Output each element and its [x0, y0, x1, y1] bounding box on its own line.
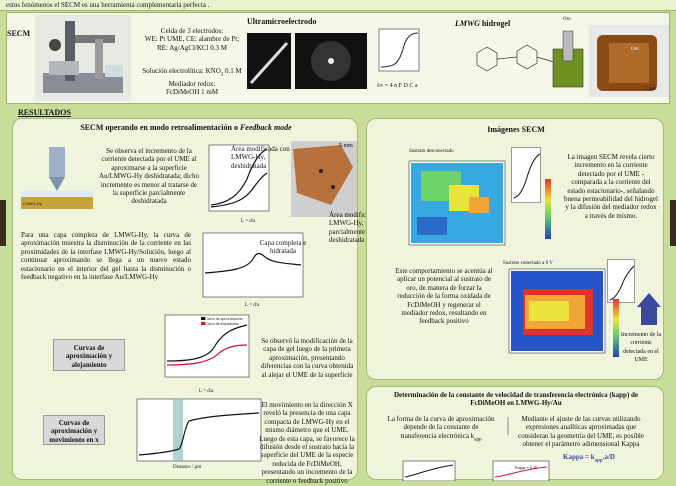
electrode-description: Celda de 3 electrodos: WE: Pt UME, CE: a…: [131, 27, 253, 52]
secm-images-title: Imágenes SECM: [487, 125, 545, 134]
chart1-x-label: L = d/a: [241, 219, 256, 224]
hydrogel-title: LMWG hidrogel: [455, 19, 510, 28]
kinetics-chart-right: [487, 459, 551, 482]
approach-x-movement-box: Curvas de aproximación y movimiento en x: [43, 415, 105, 445]
paragraph-permeability: La imagen SECM revela cierto incremento …: [564, 153, 658, 220]
solution-description: Solución electrolítica: KNO3 0.1 M Media…: [125, 67, 259, 97]
ume-voltammogram: [375, 27, 421, 77]
ume-approach-schematic: LMWG-Hy: [21, 147, 93, 217]
paragraph-positive-feedback: Este comportamiento se acentúa al aplica…: [395, 267, 493, 326]
secm-map-disconnected: [399, 147, 509, 255]
solution-line-1: Solución electrolítica: KNO3 0.1 M: [142, 67, 242, 78]
ume-tip-photo: [295, 33, 367, 89]
electrode-line-1: Celda de 3 electrodos:: [160, 27, 224, 35]
sample-scale-bar: 5 mm: [339, 143, 353, 149]
curve-shape-text: La forma de la curva de aproximación dep…: [387, 415, 495, 440]
results-heading: RESULTADOS: [18, 108, 71, 117]
secm-images-panel: Imágenes SECM Sustrato desconectado La i…: [366, 118, 664, 380]
photo-scale-bar: 5 mm: [645, 87, 657, 92]
chart2-x-label: L = d/a: [245, 303, 260, 308]
approach-retract-box: Curvas de aproximación y alejamiento: [53, 339, 125, 371]
intro-banner: estos fenómenos el SECM es una herramien…: [0, 0, 676, 11]
map2-inset-chart: [607, 259, 635, 303]
approach-curve-chart-1: [199, 143, 271, 225]
kappa-formula: Kappa = kapp.a/D: [563, 453, 615, 463]
paragraph-dehydrated: Se observa el incremento de la corriente…: [99, 147, 199, 206]
ultramicroelectrode-title: Ultramicroelectrodo: [247, 17, 317, 26]
kinetics-title: Determinación de la constante de velocid…: [393, 391, 639, 407]
gold-label-1: Oro: [563, 17, 571, 22]
map2-label: Sustrato conectado a 0 V: [503, 261, 553, 266]
gold-sample-photo: [291, 141, 357, 217]
secm-label: SECM: [7, 29, 31, 38]
electrode-cell-sketch: [547, 29, 589, 89]
kinetics-chart-left: [397, 459, 457, 482]
chart3-x-label: L = d/a: [199, 389, 214, 394]
paragraph-fitting: Mediante el ajuste de las curvas utiliza…: [518, 415, 644, 449]
increase-arrow-icon: [637, 291, 661, 327]
feedback-mode-title: SECM operando en modo retroalimentación …: [13, 123, 359, 132]
kappa-sub: app: [594, 458, 603, 464]
right-side-band: [670, 200, 676, 246]
electrode-line-2: WE: Pt UME, CE: alambre de Pt;: [144, 35, 240, 44]
map1-colorbar: [543, 177, 563, 241]
paragraph-x-movement: El movimiento en la dirección X reveló l…: [259, 401, 355, 485]
intro-text: estos fenómenos el SECM es una herramien…: [6, 1, 210, 9]
solution-line-3: FcDiMeOH 1 mM: [165, 88, 219, 97]
hydrogel-title-italic: LMWG: [455, 19, 480, 28]
gold-label-2: Oro: [631, 47, 639, 52]
steady-state-formula: I∞ = 4 n F D C a: [377, 83, 418, 89]
hydrogel-title-suffix: hidrogel: [479, 19, 511, 28]
legend-approach: Curva de aproximación: [205, 316, 243, 321]
partially-dehydrated-area-label: Área modificada con LMWG-Hy, parcialment…: [329, 211, 388, 245]
kappa-legend: Kappa = 0.28: [515, 465, 537, 470]
curve-shape-sub: app: [474, 437, 482, 443]
feedback-title-part2: Feedback mode: [239, 123, 292, 132]
solution-line-2: Mediador redox:: [168, 79, 216, 88]
dehydrated-area-label: Área modificada con LMWG-Hy, deshidratad…: [231, 145, 290, 170]
secm-map-connected: [499, 259, 609, 367]
hydrogel-photo: [589, 25, 669, 97]
ume-photo: [247, 33, 291, 89]
methods-panel: SECM Celda de 3 electrodos: WE: Pt UME, …: [6, 12, 670, 104]
complete-layer-label: Capa completa e hidratada: [259, 239, 307, 256]
approach-curve-chart-2: [191, 229, 311, 309]
map2-colorbar: [611, 297, 629, 359]
link-arrow-icon: [501, 417, 515, 435]
left-side-band: [0, 200, 6, 246]
approach-retract-chart: [149, 309, 253, 393]
legend-retract: Curva de alejamiento: [205, 321, 240, 326]
secm-instrument-photo: [35, 15, 131, 101]
map1-label: Sustrato desconectado: [409, 149, 454, 154]
feedback-title-part1: SECM operando en modo retroalimentación …: [80, 123, 240, 132]
paragraph-curve-shape: La forma de la curva de aproximación dep…: [385, 415, 497, 445]
x-movement-chart: [113, 395, 263, 481]
kappa-text: Kappa = k: [563, 453, 595, 461]
kappa-tail: .a/D: [602, 453, 615, 461]
current-increase-label: Incremento de la corriente detectada en …: [620, 332, 662, 364]
paragraph-complete-layer: Para una capa completa de LMWG-Hy, la cu…: [21, 231, 191, 282]
feedback-mode-panel: SECM operando en modo retroalimentación …: [12, 118, 388, 485]
electrode-line-3: RE: Ag/AgCl/KCl 0.3 M: [156, 43, 227, 52]
paragraph-approach-retract: Se observó la modificación de la capa de…: [260, 337, 354, 379]
kinetics-panel: Determinación de la constante de velocid…: [366, 386, 664, 482]
chart4-x-label: Distance / µm: [173, 465, 202, 470]
schematic-gel-label: LMWG-Hy: [23, 201, 42, 206]
map1-inset-chart: [511, 147, 541, 203]
